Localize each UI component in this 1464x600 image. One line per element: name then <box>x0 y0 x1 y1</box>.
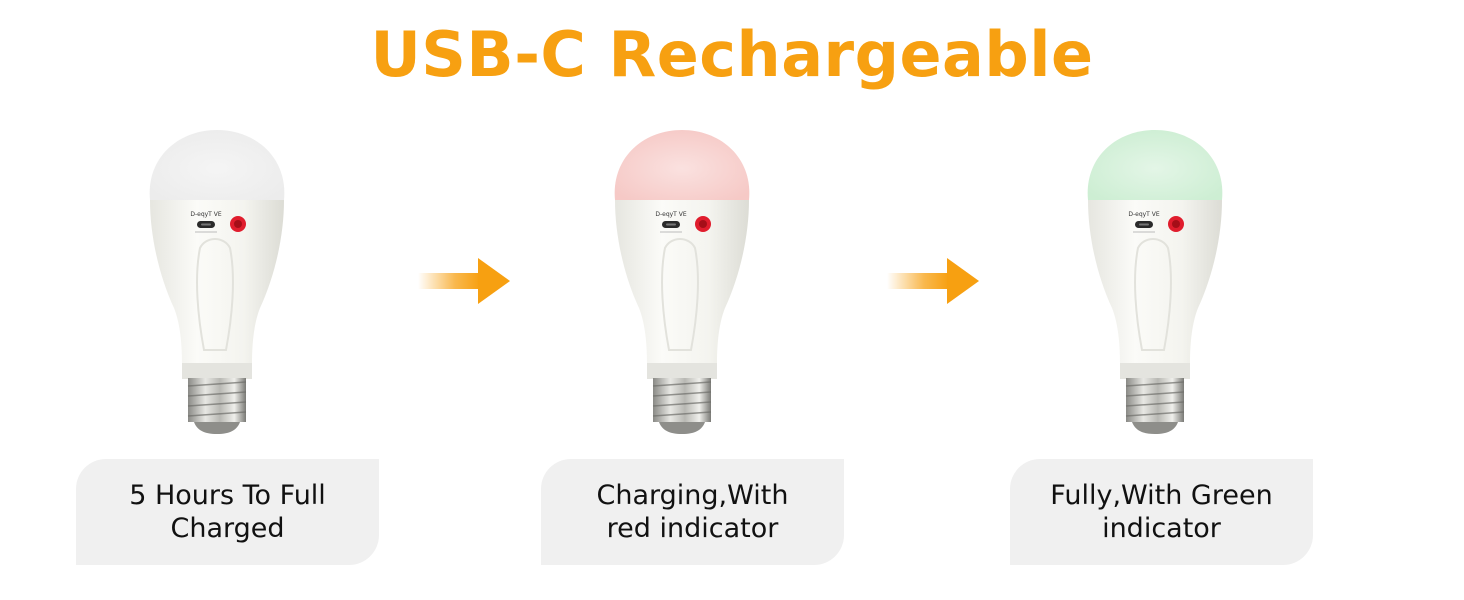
svg-text:D-eqyT VE: D-eqyT VE <box>1128 211 1160 218</box>
caption-step-2: Charging,With red indicator <box>541 459 844 565</box>
arrow-right-icon <box>887 258 982 304</box>
bulb-full-image: D-eqyT VE <box>1080 128 1230 438</box>
svg-text:D-eqyT VE: D-eqyT VE <box>190 211 222 218</box>
svg-text:D-eqyT VE: D-eqyT VE <box>655 211 687 218</box>
caption-step-3: Fully,With Green indicator <box>1010 459 1313 565</box>
bulb-off-image: D-eqyT VE <box>142 128 292 438</box>
arrow-right-icon <box>418 258 513 304</box>
bulb-charging-image: D-eqyT VE <box>607 128 757 438</box>
page-title: USB-C Rechargeable <box>370 18 1094 91</box>
caption-step-1: 5 Hours To Full Charged <box>76 459 379 565</box>
